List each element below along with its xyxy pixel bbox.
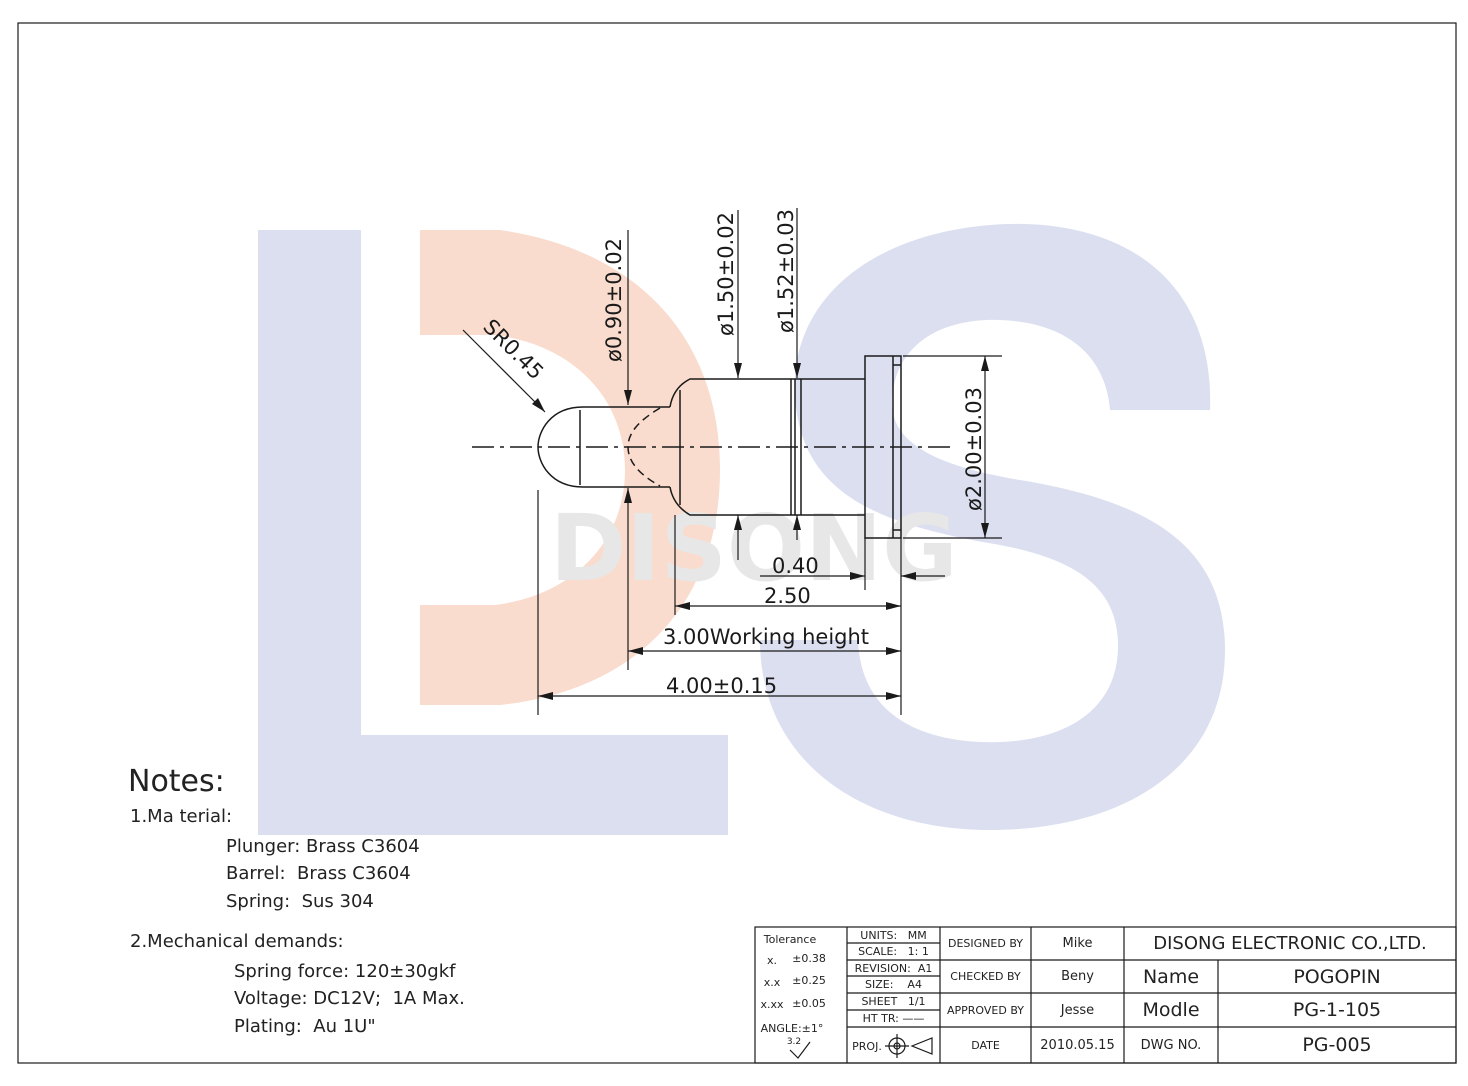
revision-field: REVISION: A1 [854,961,933,975]
watermark-word: DISONG [550,495,958,602]
dim-l040: 0.40 [772,554,819,578]
tolerance-key: x.x [763,975,781,989]
notes-mechanical-item: Plating: Au 1U" [234,1016,376,1037]
notes-mechanical-heading: 2.Mechanical demands: [130,931,344,952]
model-label: Modle [1142,999,1200,1021]
ht-tr-field: HT TR: —— [862,1012,925,1025]
notes-title: Notes: [128,764,225,799]
tolerance-key: x. [766,953,777,967]
dim-d090: ø0.90±0.02 [602,238,626,362]
projection-label: PROJ. [852,1039,882,1053]
model-number: PG-1-105 [1292,999,1382,1021]
tolerance-value: ±0.25 [792,973,826,987]
notes-mechanical-item: Spring force: 120±30gkf [234,961,456,982]
designed-by-name: Mike [1062,936,1093,951]
tolerance-value: ±0.38 [792,951,826,965]
dwg-number: PG-005 [1302,1034,1372,1056]
dim-d150: ø1.50±0.02 [714,212,738,336]
notes-mechanical-item: Voltage: DC12V; 1A Max. [234,988,465,1009]
dim-l400: 4.00±0.15 [666,674,777,698]
sheet-field: SHEET 1/1 [861,995,926,1008]
checked-by-label: CHECKED BY [950,970,1021,983]
date-label: DATE [971,1038,1000,1052]
dim-l300: 3.00Working height [663,625,869,649]
designed-by-label: DESIGNED BY [948,937,1023,950]
sheet-border [17,22,1457,1064]
dim-d200: ø2.00±0.03 [962,387,986,511]
watermark-logo: DISONG [258,223,1225,835]
checked-by-name: Beny [1061,969,1094,984]
date-value: 2010.05.15 [1040,1037,1115,1053]
size-field: SIZE: A4 [865,978,922,991]
angle-tolerance: ANGLE:±1° [760,1021,824,1035]
approved-by-label: APPROVED BY [946,1003,1024,1017]
notes-material-item: Barrel: Brass C3604 [226,863,411,884]
notes-material-heading: 1.Ma terial: [130,806,233,827]
dimension-arrows [532,356,989,700]
roughness-value: 3.2 [786,1037,802,1047]
title-block-grid [754,926,1457,1064]
dwg-no-label: DWG NO. [1140,1037,1202,1053]
dim-l250: 2.50 [764,584,811,608]
tolerance-value: ±0.05 [792,996,826,1010]
dim-d152: ø1.52±0.03 [774,209,798,333]
notes-material-item: Spring: Sus 304 [226,891,374,912]
name-label: Name [1142,965,1200,988]
company-name: DISONG ELECTRONIC CO.,LTD. [1153,933,1427,954]
part-name: POGOPIN [1293,965,1381,988]
tolerance-key: x.xx [760,997,784,1011]
dimension-lines [462,208,1002,715]
units-field: UNITS: MM [860,928,927,942]
scale-field: SCALE: 1: 1 [858,945,929,958]
tolerance-label: Tolerance [763,932,817,946]
notes-material-item: Plunger: Brass C3604 [226,836,420,857]
approved-by-name: Jesse [1060,1002,1095,1018]
